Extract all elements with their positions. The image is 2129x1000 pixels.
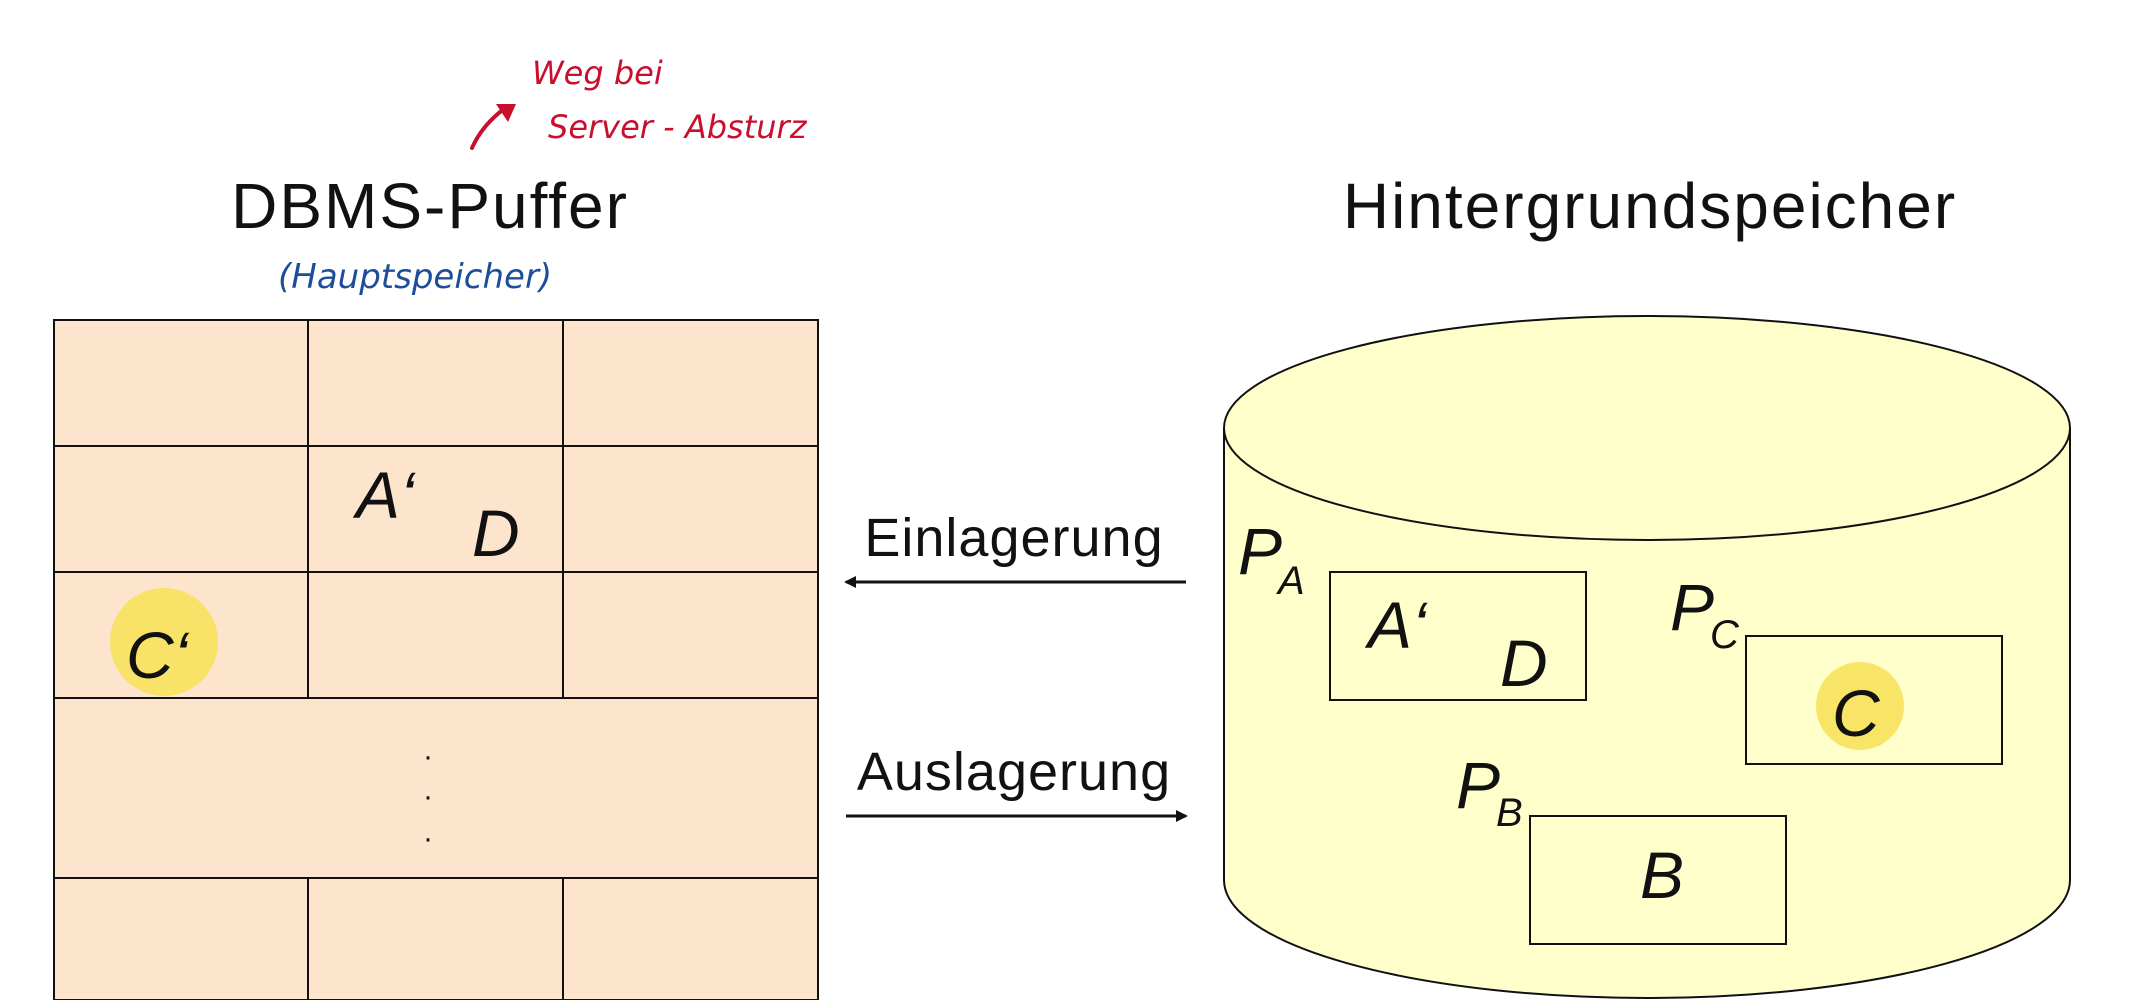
page-pb-subscript: B xyxy=(1496,791,1523,835)
page-pb-box xyxy=(1529,815,1787,945)
buffer-cell-c-prime: C‘ xyxy=(126,618,190,692)
cylinder-top xyxy=(1223,315,2071,541)
page-pc-subscript: C xyxy=(1710,613,1740,657)
highlight-c xyxy=(1816,662,1904,750)
page-pc: P C C xyxy=(1670,570,2003,765)
page-pa-subscript: A xyxy=(1276,559,1305,603)
cylinder-body xyxy=(1223,427,2071,999)
page-pb-label: P xyxy=(1456,748,1500,822)
buffer-cell-d: D xyxy=(472,496,520,570)
page-pa-content-d: D xyxy=(1500,626,1548,700)
page-pa-label: P xyxy=(1238,514,1282,588)
buffer-dot: · xyxy=(423,780,433,813)
buffer-dot: · xyxy=(423,822,433,855)
storage-title: Hintergrundspeicher xyxy=(1343,170,1957,242)
page-pc-box xyxy=(1745,635,2003,765)
server-crash-annotation: Weg bei Server - Absturz xyxy=(470,54,808,150)
buffer-dot: · xyxy=(423,740,433,773)
evict-label: Auslagerung xyxy=(857,742,1171,802)
page-pc-content-c: C xyxy=(1832,676,1881,750)
load-label: Einlagerung xyxy=(864,508,1163,568)
storage-cylinder xyxy=(1223,315,2071,999)
page-pc-label: P xyxy=(1670,570,1714,644)
buffer-cell-a-prime: A‘ xyxy=(352,458,416,532)
page-pa: P A A‘ D xyxy=(1238,514,1587,701)
page-pa-content-a-prime: A‘ xyxy=(1364,588,1428,662)
annotation-lost-line1: Weg bei xyxy=(532,54,663,92)
page-pb: P B B xyxy=(1456,748,1787,945)
page-pa-box xyxy=(1329,571,1587,701)
highlight-c-prime xyxy=(110,588,218,696)
page-pb-content-b: B xyxy=(1640,838,1684,912)
annotation-main-memory: (Hauptspeicher) xyxy=(278,257,552,297)
buffer-title: DBMS-Puffer xyxy=(231,170,629,242)
annotation-lost-line2: Server - Absturz xyxy=(548,108,808,146)
